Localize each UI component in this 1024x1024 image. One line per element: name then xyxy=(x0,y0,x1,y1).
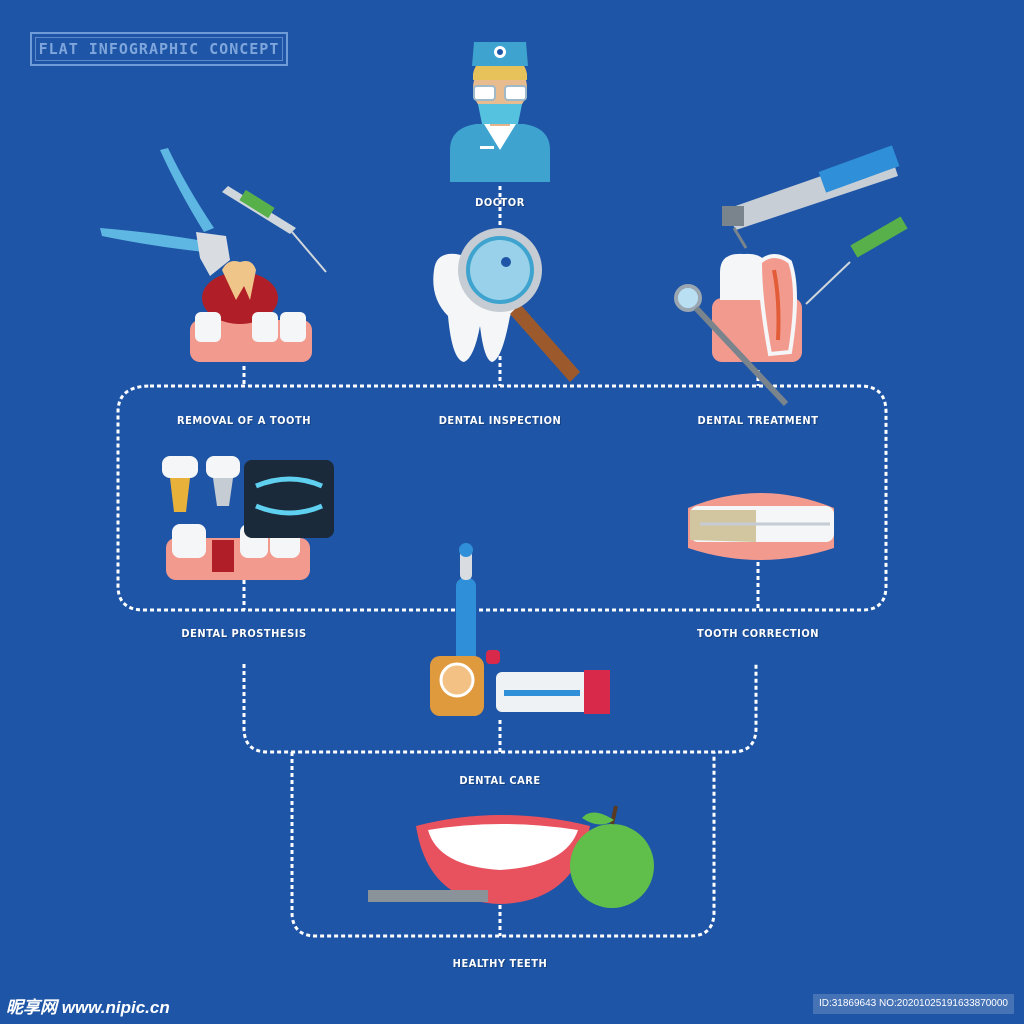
connector-lines xyxy=(116,186,888,938)
id-watermark: ID:31869643 NO:20201025191633870000 xyxy=(812,994,1014,1014)
title-banner: FLAT INFOGRAPHIC CONCEPT xyxy=(30,32,288,66)
label-treatment: DENTAL TREATMENT xyxy=(697,414,819,427)
label-prosthesis: DENTAL PROSTHESIS xyxy=(181,627,307,640)
prosthesis-icon xyxy=(162,456,334,580)
healthy-teeth-icon xyxy=(368,805,654,908)
label-removal: REMOVAL OF A TOOTH xyxy=(177,414,311,427)
label-care: DENTAL CARE xyxy=(459,774,541,787)
label-inspection: DENTAL INSPECTION xyxy=(438,414,562,427)
doctor-icon xyxy=(450,42,550,182)
care-connector xyxy=(242,664,758,754)
tooth-removal-icon xyxy=(100,148,327,362)
label-correction: TOOTH CORRECTION xyxy=(696,627,820,640)
healthy-connector xyxy=(290,752,716,938)
correction-icon xyxy=(688,493,834,560)
upper-connector-frame xyxy=(116,384,888,612)
site-watermark: 昵享网 www.nipic.cn xyxy=(6,998,170,1017)
inspection-icon xyxy=(433,228,580,382)
label-doctor: DOCTOR xyxy=(475,196,525,209)
label-healthy: HEALTHY TEETH xyxy=(452,957,548,970)
dental-care-icon xyxy=(430,543,610,716)
treatment-icon xyxy=(674,145,908,407)
